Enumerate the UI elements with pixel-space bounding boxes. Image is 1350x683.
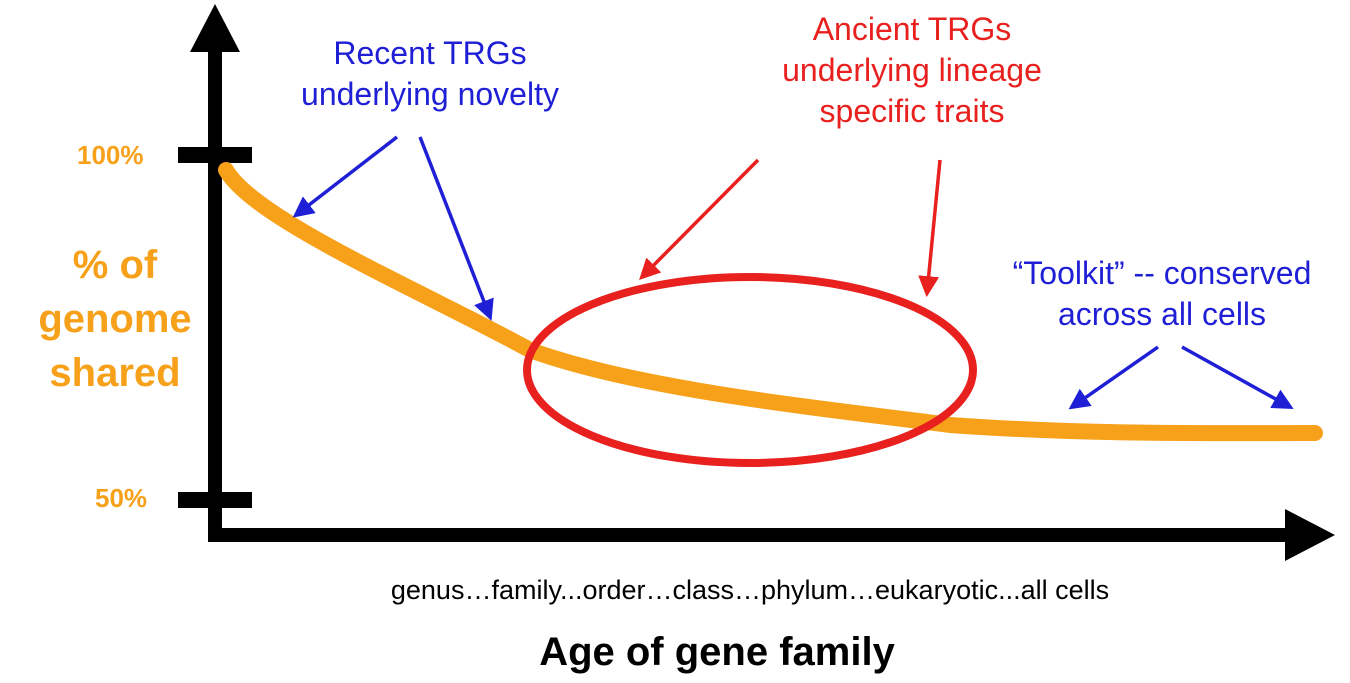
- ancient-trg-line-2: underlying lineage: [782, 52, 1042, 88]
- y-axis-label-line-2: genome: [38, 297, 192, 341]
- y-axis-arrowhead: [190, 4, 240, 52]
- y-axis-label: % of genome shared: [25, 238, 205, 400]
- y-axis-label-line-3: shared: [49, 351, 181, 395]
- tick-label-100: 100%: [77, 140, 144, 170]
- x-axis-categories: genus…family...order…class…phylum…eukary…: [390, 575, 1110, 605]
- recent-trg-annotation: Recent TRGs underlying novelty: [260, 33, 600, 115]
- x-axis-arrowhead: [1285, 509, 1335, 561]
- ancient-trg-line-3: specific traits: [819, 93, 1005, 129]
- toolkit-annotation: “Toolkit” -- conserved across all cells: [974, 253, 1350, 335]
- toolkit-line-1: “Toolkit” -- conserved: [1012, 255, 1312, 291]
- ancient-arrow-right: [918, 159, 942, 298]
- tick-label-50: 50%: [95, 483, 148, 513]
- toolkit-arrow-left: [1068, 345, 1160, 410]
- ancient-trg-line-1: Ancient TRGs: [812, 11, 1012, 47]
- genome-share-curve: [218, 162, 1323, 442]
- toolkit-line-2: across all cells: [1057, 296, 1267, 332]
- recent-arrow-right: [418, 136, 494, 321]
- recent-trg-line-1: Recent TRGs: [333, 35, 527, 71]
- x-axis-title: Age of gene family: [539, 630, 895, 674]
- recent-arrow-left: [292, 135, 399, 218]
- toolkit-arrow-right: [1181, 345, 1294, 410]
- recent-trg-line-2: underlying novelty: [301, 76, 559, 112]
- ancient-trg-annotation: Ancient TRGs underlying lineage specific…: [752, 9, 1072, 132]
- ancient-arrow-left: [639, 158, 760, 280]
- ancient-trg-ellipse: [523, 273, 977, 467]
- y-axis-label-line-1: % of: [72, 243, 158, 287]
